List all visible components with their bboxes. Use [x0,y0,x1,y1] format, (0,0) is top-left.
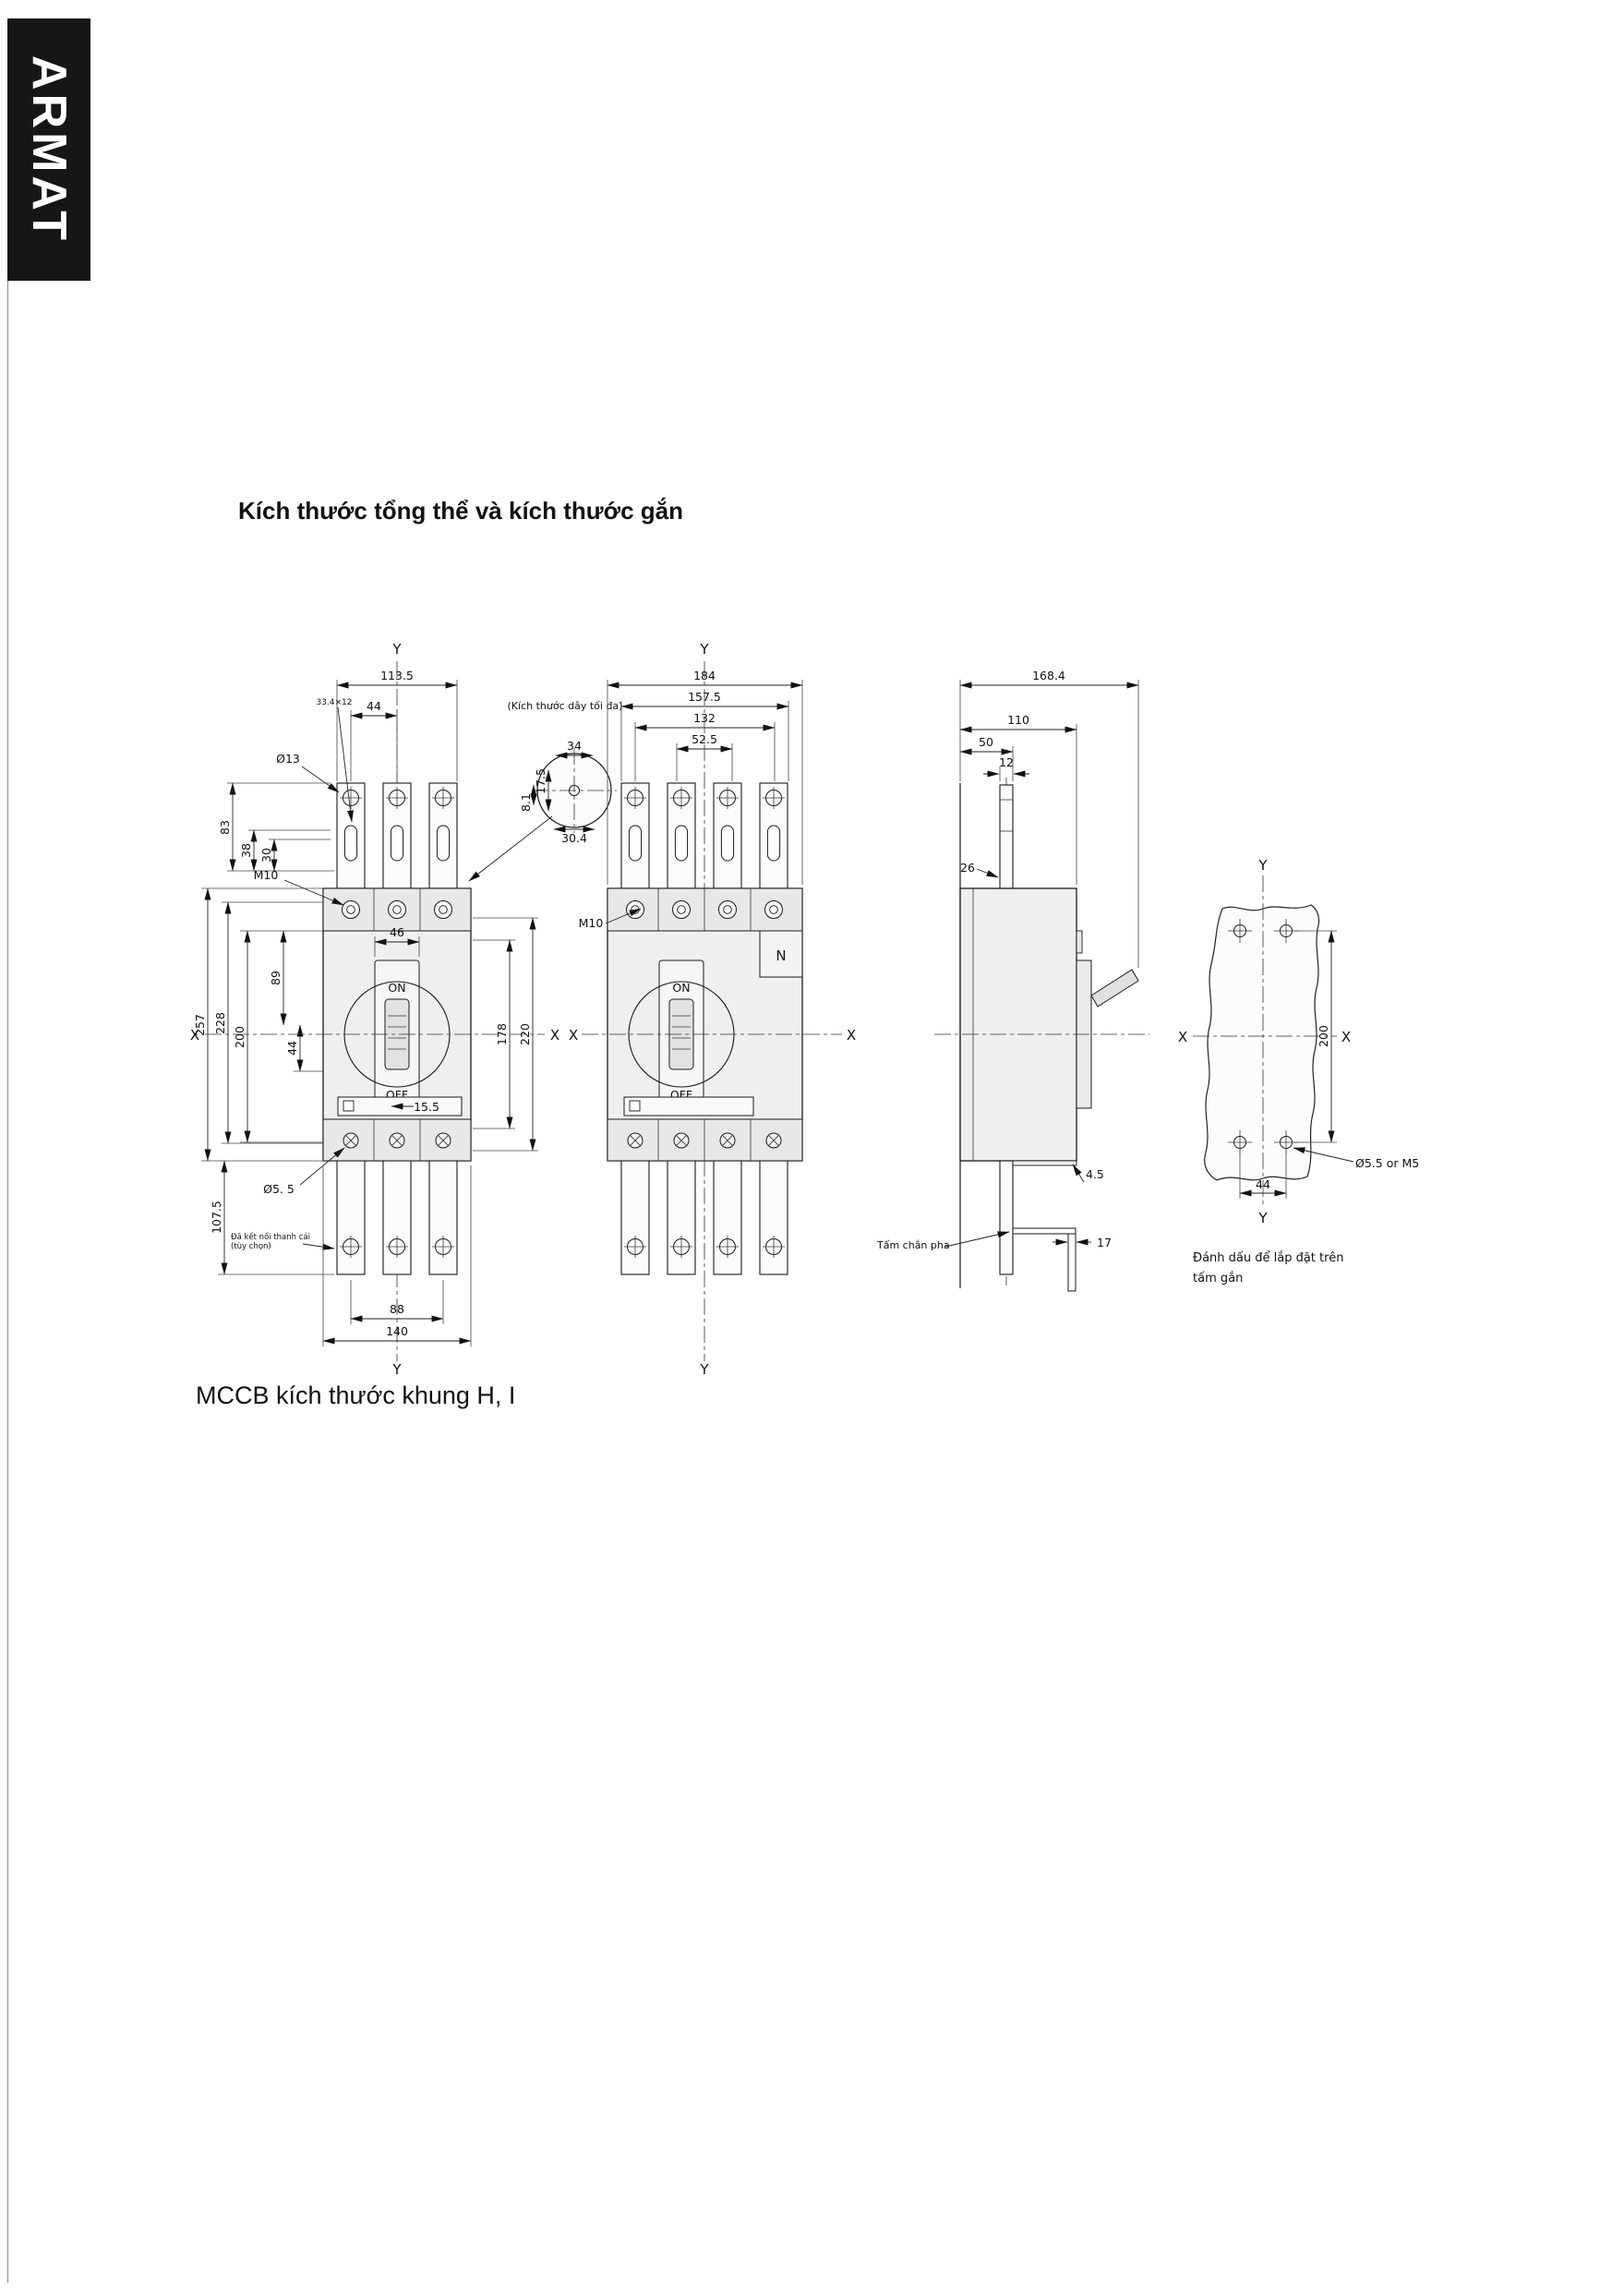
dim-52-5: 52.5 [692,732,717,746]
on-label: ON [388,981,405,995]
busbar-note-line2: (tùy chọn) [231,1242,271,1251]
axis-y-top-label: Y [391,641,402,658]
dim-34: 34 [567,739,582,753]
dim-228: 228 [213,1012,227,1034]
dim-17-5: 17.5 [534,768,547,794]
axis-y-bottom-label: Y [699,1361,709,1378]
dim-30-4: 30.4 [561,831,587,845]
axis-x-right-label: X [847,1027,856,1044]
axis-x-left-label: X [1178,1029,1187,1045]
dim-178: 178 [495,1023,509,1045]
dim-168-4: 168.4 [1032,669,1065,682]
wire-size-detail: (Kích thước dây tối đa) 34 30.4 17.5 8.1 [468,700,623,882]
dim-12: 12 [999,755,1014,769]
bottom-terminal-side [999,1160,1014,1275]
dim-slot-33-4x12: 33.4×12 [316,698,352,707]
front-view-3-pole: Y Y ON OFF [190,641,559,1378]
dim-83: 83 [218,820,232,835]
dim-200: 200 [1317,1025,1330,1047]
dim-44: 44 [1256,1177,1270,1191]
dim-132: 132 [693,711,716,725]
phase-barrier-plate [1012,1227,1077,1235]
mounting-plate-view: Y Y X X 200 44 Ø5.5 or M5 Đánh dấu để lắ… [1178,857,1419,1285]
busbar-note-line1: Đã kết nối thanh cái [231,1232,310,1242]
neutral-label: N [776,947,786,964]
dim-50: 50 [979,735,993,749]
dim-44-top: 44 [367,699,381,713]
dim-m10: M10 [579,916,604,930]
dim-157-5: 157.5 [688,690,721,704]
side-view: 168.4 110 50 12 26 [876,669,1149,1292]
dim-17: 17 [1097,1236,1112,1249]
dim-257: 257 [193,1014,207,1036]
dim-113-5: 113.5 [380,669,414,682]
top-terminal-side [999,784,1014,889]
dim-15-5: 15.5 [414,1100,439,1114]
axis-x-left-label: X [190,1027,199,1044]
section-heading: Kích thước tổng thể và kích thước gắn [238,497,684,525]
dim-107-5: 107.5 [210,1201,223,1234]
neutral-pole-box [759,930,803,978]
dim-88: 88 [390,1302,404,1316]
dim-110: 110 [1007,713,1029,727]
dim-89: 89 [269,971,283,985]
dim-hole-d5-5: Ø5. 5 [263,1182,295,1196]
hole-spec-note: Ø5.5 or M5 [1355,1156,1419,1170]
dim-38: 38 [239,843,253,858]
mounting-note-line2: tấm gắn [1193,1272,1243,1285]
phase-barrier-note: Tấm chắn pha [876,1239,950,1251]
dim-30: 30 [259,848,273,863]
dim-hole-d13: Ø13 [276,752,300,766]
dim-8-1: 8.1 [519,793,533,812]
brand-logo-text: ARMAT [22,55,76,244]
axis-y-bottom-label: Y [1257,1210,1268,1226]
case-side-profile [959,887,1077,1162]
dim-184: 184 [693,669,716,682]
dim-m10: M10 [254,868,279,882]
wire-note: (Kích thước dây tối đa) [508,700,623,712]
axis-x-right-label: X [550,1027,559,1044]
rating-window [623,1096,754,1116]
handle-side [1090,969,1139,1008]
brand-banner: ARMAT [7,18,90,281]
mounting-note-line1: Đánh dấu để lắp đặt trên [1193,1251,1343,1265]
front-view-4-pole: Y Y N [569,641,856,1378]
axis-y-bottom-label: Y [391,1361,402,1378]
mounting-plate-outline [1204,904,1320,1181]
dim-4-5: 4.5 [1086,1167,1104,1181]
figure-caption: MCCB kích thước khung H, I [196,1382,516,1409]
on-label: ON [672,981,690,995]
axis-x-right-label: X [1341,1029,1351,1045]
dim-46: 46 [390,925,404,939]
axis-y-top-label: Y [1257,857,1268,874]
axis-x-left-label: X [569,1027,578,1044]
dim-26: 26 [960,861,975,875]
dim-44-left: 44 [285,1041,299,1056]
page-left-border [7,18,8,2283]
dim-200: 200 [233,1026,247,1048]
dim-140: 140 [386,1324,408,1338]
axis-y-top-label: Y [699,641,709,658]
mounting-holes [1228,919,1298,1154]
